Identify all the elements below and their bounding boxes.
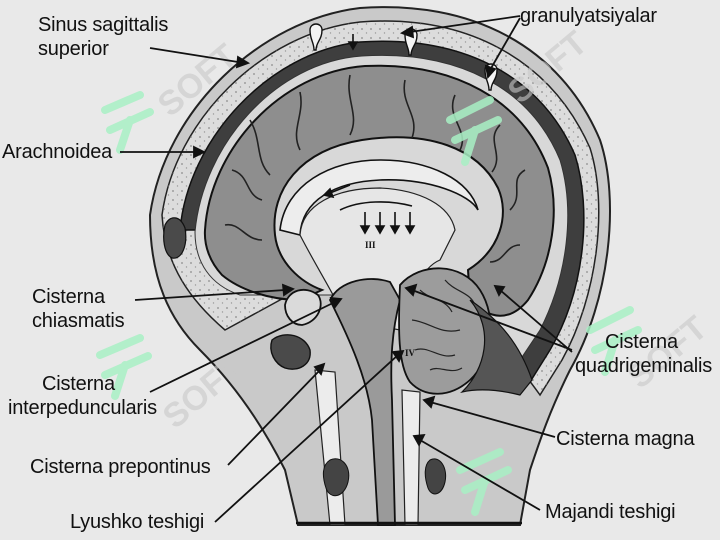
label-cisterna-quadrigeminalis: Cisterna quadrigeminalis — [575, 330, 712, 378]
cerebellar-folia — [411, 279, 476, 372]
arrowhead-magna — [422, 395, 436, 409]
label-cisterna-interpeduncularis: Cisterna interpeduncularis — [8, 372, 157, 420]
label-sinus-line2: superior — [38, 38, 109, 60]
label-cisterna-prepontinus: Cisterna prepontinus — [30, 456, 211, 478]
label-sinus-line1: Sinus sagittalis — [38, 14, 169, 36]
optic-chiasm — [284, 288, 322, 326]
arrowhead-prepontinus — [313, 362, 326, 376]
label-cisterna-chiasmatis: Cisterna chiasmatis — [32, 285, 125, 333]
label-lyushko-teshigi: Lyushko teshigi — [70, 511, 205, 533]
svg-text:SOFT: SOFT — [156, 349, 250, 437]
arrowhead-sinus — [235, 55, 251, 69]
brainstem — [328, 278, 401, 526]
label-sinus-sagittalis-superior: Sinus sagittalis superior — [38, 13, 168, 61]
cerebrum — [203, 64, 555, 317]
label-quadri-line1: Cisterna — [605, 331, 678, 353]
fourth-ventricle-mark: IV — [405, 348, 416, 358]
label-majandi-teshigi: Majandi teshigi — [545, 501, 676, 523]
arrowhead-majandi — [412, 433, 426, 447]
label-arachnoidea: Arachnoidea — [2, 141, 113, 163]
label-chiasmatis-line1: Cisterna — [32, 286, 105, 308]
label-granulyatsiyalar: granulyatsiyalar — [520, 5, 657, 27]
leader-lyushko — [214, 354, 399, 523]
arrowhead-chiasmatis — [281, 283, 295, 297]
frontal-sinus — [163, 217, 187, 259]
leader-granulation-2 — [489, 17, 521, 71]
leader-interped — [149, 301, 336, 393]
leader-prepontinus — [227, 369, 321, 466]
third-ventricle-mark: III — [365, 240, 376, 250]
arrowhead-arachnoidea — [193, 145, 207, 159]
arrowhead-interped — [329, 296, 343, 309]
arrowhead-lyushko — [391, 349, 405, 363]
leader-chiasmatis — [134, 289, 286, 301]
leader-sinus — [149, 47, 239, 63]
arrowhead-quadri-1 — [404, 283, 418, 297]
corpus-callosum — [279, 159, 479, 237]
leader-granulation-1 — [409, 15, 521, 33]
leader-quadri-2 — [499, 289, 573, 353]
leader-lines — [120, 15, 573, 523]
label-cisterna-magna: Cisterna magna — [556, 428, 695, 450]
leader-majandi — [419, 439, 541, 511]
leader-quadri-1 — [411, 289, 573, 351]
pituitary-region — [270, 334, 311, 370]
label-quadri-line2: quadrigeminalis — [575, 355, 713, 377]
arrowhead-granulation-2 — [484, 64, 497, 79]
arrowhead-quadri-2 — [493, 284, 506, 297]
cortex-sulci — [224, 74, 526, 263]
posterior-fossa-dura — [460, 299, 533, 396]
leader-magna — [429, 401, 556, 438]
label-chiasmatis-line2: chiasmatis — [32, 310, 125, 332]
arrowhead-granulation-1 — [399, 25, 415, 39]
vertebrae — [322, 458, 447, 497]
label-interped-line1: Cisterna — [42, 373, 115, 395]
label-interped-line2: interpeduncularis — [8, 397, 157, 419]
csf-flow-arrows — [322, 34, 416, 235]
